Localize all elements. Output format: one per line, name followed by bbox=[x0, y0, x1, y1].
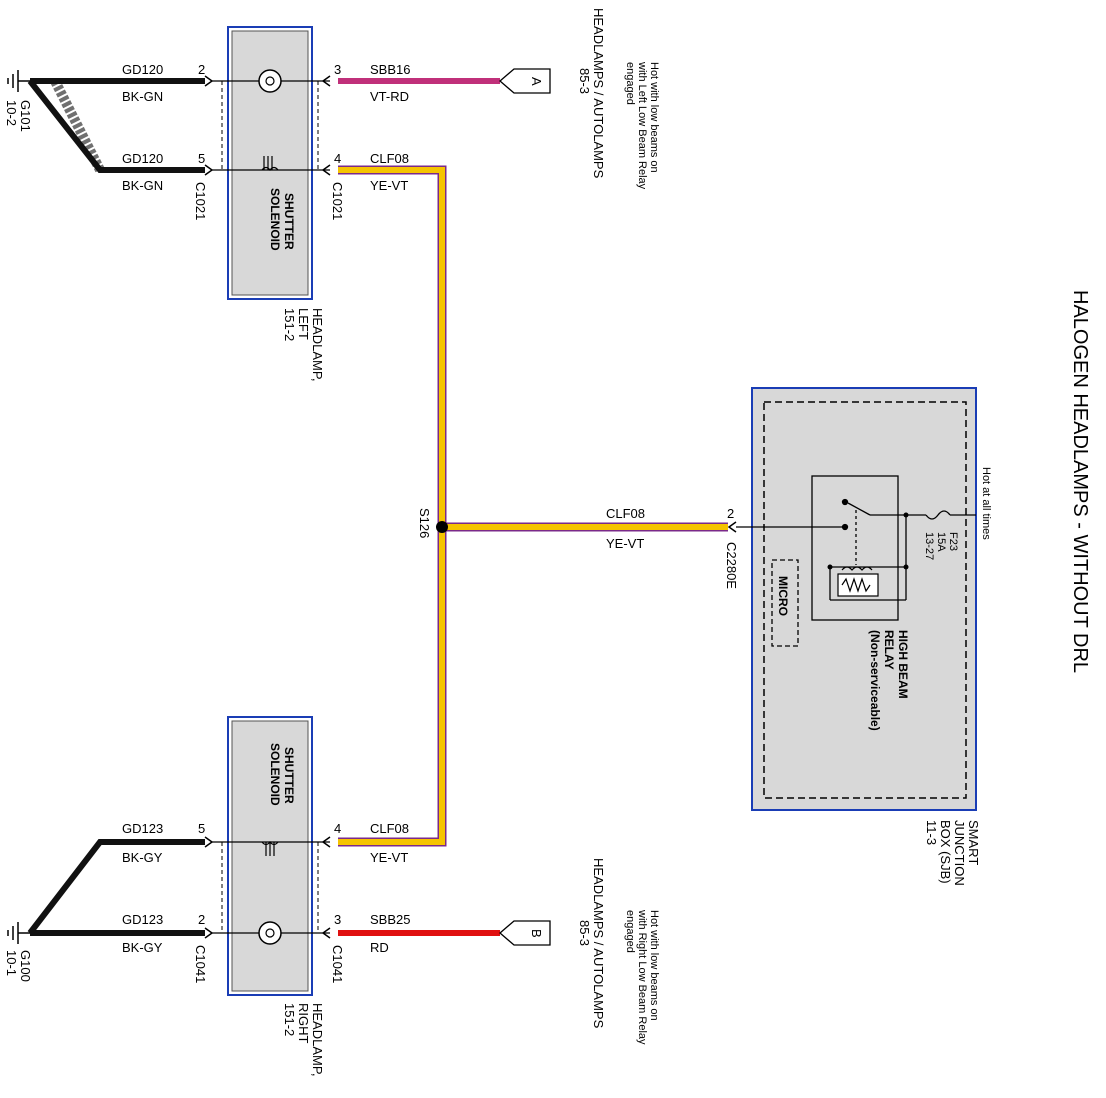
wire-bkgn-b: BK-GN bbox=[122, 178, 163, 193]
wire-clf08-left: CLF08 bbox=[370, 151, 409, 166]
wire-yevt-left: YE-VT bbox=[370, 178, 408, 193]
pin-right-2: 2 bbox=[198, 912, 205, 927]
right-headlamp-label-1: HEADLAMP, bbox=[310, 1003, 325, 1076]
left-headlamp-label-1: HEADLAMP, bbox=[310, 308, 325, 381]
wire-clf08 bbox=[338, 165, 728, 847]
pin-left-3: 3 bbox=[334, 62, 341, 77]
right-headlamp-label-3: 151-2 bbox=[282, 1003, 297, 1036]
relay-coil-icon bbox=[837, 566, 879, 597]
ground-wires-right bbox=[27, 839, 205, 936]
wire-bkgy-a: BK-GY bbox=[122, 850, 163, 865]
relay-label-3: (Non-serviceable) bbox=[868, 630, 882, 731]
fuse-label-3: 13-27 bbox=[923, 532, 935, 560]
wire-bkgy-b: BK-GY bbox=[122, 940, 163, 955]
wire-gd120-b: GD120 bbox=[122, 151, 163, 166]
splice-label: S126 bbox=[417, 508, 432, 538]
connector-c1021-out: C1021 bbox=[330, 182, 345, 220]
pin-left-4: 4 bbox=[334, 151, 341, 166]
splice-dot bbox=[436, 521, 448, 533]
left-solenoid-label-1: SHUTTER bbox=[282, 193, 296, 250]
feed-a-dest-2: 85-3 bbox=[577, 68, 592, 94]
solenoid-coil-icon bbox=[261, 841, 279, 856]
micro-module bbox=[771, 559, 799, 647]
bulb-icon bbox=[258, 921, 282, 945]
ground-wires-left bbox=[27, 78, 205, 173]
ground-symbol-top bbox=[7, 70, 30, 92]
feed-b-note-3: engaged bbox=[624, 910, 636, 953]
wire-sbb16-label: SBB16 bbox=[370, 62, 410, 77]
left-headlamp-label-2: LEFT bbox=[296, 308, 311, 340]
relay-outline bbox=[811, 475, 899, 621]
pin-center-2: 2 bbox=[727, 506, 734, 521]
wire-gd123-a: GD123 bbox=[122, 821, 163, 836]
pin-left-5: 5 bbox=[198, 151, 205, 166]
ground-top-ref: 10-2 bbox=[4, 100, 19, 126]
connector-c1041-in: C1041 bbox=[193, 945, 208, 983]
relay-label-1: HIGH BEAM bbox=[896, 630, 910, 699]
fuse-icon bbox=[827, 512, 909, 570]
solenoid-coil-icon bbox=[261, 156, 279, 171]
wire-yevt-center: YE-VT bbox=[606, 536, 644, 551]
connector-c1041-out: C1041 bbox=[330, 945, 345, 983]
fuse-label-2: 15A bbox=[935, 532, 947, 552]
offpage-tag-a bbox=[499, 68, 551, 94]
feed-a-note-2: with Left Low Beam Relay bbox=[636, 61, 648, 190]
ground-bottom-ref: 10-1 bbox=[4, 950, 19, 976]
offpage-tag-b bbox=[499, 920, 551, 946]
feed-a-dest-1: HEADLAMPS / AUTOLAMPS bbox=[591, 8, 606, 179]
pin-right-4: 4 bbox=[334, 821, 341, 836]
connector-arrows-power bbox=[321, 75, 737, 939]
tag-b-label: B bbox=[529, 929, 544, 938]
wire-yevt-right: YE-VT bbox=[370, 850, 408, 865]
sjb-label-4: 11-3 bbox=[924, 820, 939, 845]
diagram-title: HALOGEN HEADLAMPS - WITHOUT DRL bbox=[1069, 290, 1091, 673]
wire-vtrd-label: VT-RD bbox=[370, 89, 409, 104]
left-headlamp bbox=[212, 26, 330, 300]
left-headlamp-label-3: 151-2 bbox=[282, 308, 297, 341]
relay-label-2: RELAY bbox=[882, 630, 896, 670]
micro-label: MICRO bbox=[776, 576, 790, 616]
left-solenoid-label-2: SOLENOID bbox=[268, 188, 282, 251]
connector-c2280e: C2280E bbox=[724, 542, 739, 589]
wire-gd120-a: GD120 bbox=[122, 62, 163, 77]
sjb-label-1: SMART bbox=[966, 820, 981, 865]
feed-b-note-1: Hot with low beams on bbox=[648, 910, 660, 1021]
tag-a-label: A bbox=[529, 77, 544, 86]
pin-right-3: 3 bbox=[334, 912, 341, 927]
feed-a-note-3: engaged bbox=[624, 62, 636, 105]
feed-b-dest-1: HEADLAMPS / AUTOLAMPS bbox=[591, 858, 606, 1029]
ground-bottom-name: G100 bbox=[18, 950, 33, 982]
feed-b-note-2: with Right Low Beam Relay bbox=[636, 909, 648, 1045]
feed-a-note-1: Hot with low beams on bbox=[648, 62, 660, 173]
ground-symbol-bottom bbox=[7, 922, 30, 944]
smart-junction-box bbox=[751, 387, 977, 811]
ground-top-name: G101 bbox=[18, 100, 33, 132]
sjb-label-3: BOX (SJB) bbox=[938, 820, 953, 884]
pin-right-5: 5 bbox=[198, 821, 205, 836]
feed-b-dest-2: 85-3 bbox=[577, 920, 592, 946]
right-solenoid-label-2: SOLENOID bbox=[268, 743, 282, 806]
wire-rd-label: RD bbox=[370, 940, 389, 955]
wire-bkgn-a: BK-GN bbox=[122, 89, 163, 104]
wire-sbb25-label: SBB25 bbox=[370, 912, 410, 927]
wire-clf08-right: CLF08 bbox=[370, 821, 409, 836]
fuse-label-1: F23 bbox=[947, 532, 959, 551]
sjb-hot-note: Hot at all times bbox=[980, 467, 992, 540]
bulb-icon bbox=[258, 69, 282, 93]
sjb-label-2: JUNCTION bbox=[952, 820, 967, 886]
pin-left-2: 2 bbox=[198, 62, 205, 77]
connector-c1021-in: C1021 bbox=[193, 182, 208, 220]
right-solenoid-label-1: SHUTTER bbox=[282, 747, 296, 804]
wire-clf08-center: CLF08 bbox=[606, 506, 645, 521]
wire-gd123-b: GD123 bbox=[122, 912, 163, 927]
right-headlamp-label-2: RIGHT bbox=[296, 1003, 311, 1044]
